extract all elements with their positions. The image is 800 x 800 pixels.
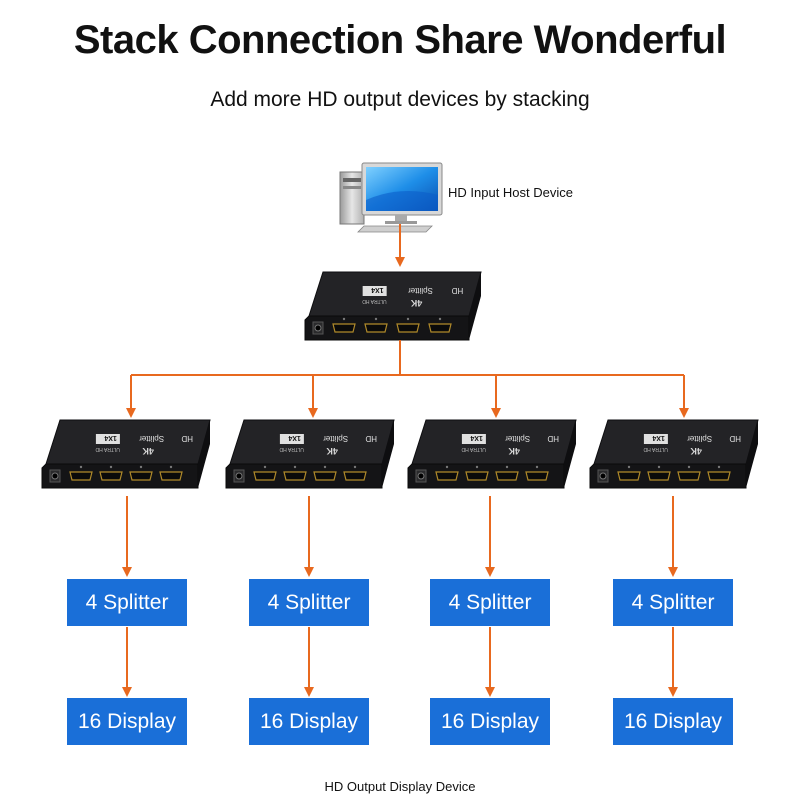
device-tag-text: ULTRA HD (461, 446, 486, 452)
display-box-2: 16 Display (249, 698, 369, 745)
splitter-device-2: 4K ULTRA HD HD Splitter 1X4 (226, 420, 394, 488)
device-ports-text: 1X4 (288, 434, 301, 441)
splitter-device-1: 4K ULTRA HD HD Splitter 1X4 (42, 420, 210, 488)
display-box-4: 16 Display (613, 698, 733, 745)
device-brand-text: HD (451, 286, 463, 295)
device-resolution-text: 4K (690, 446, 702, 456)
device-tag-text: ULTRA HD (95, 446, 120, 452)
device-ports-text: 1X4 (371, 286, 384, 293)
device-brand-text: HD (181, 434, 193, 443)
device-tag-text: ULTRA HD (643, 446, 668, 452)
host-device-label: HD Input Host Device (448, 185, 573, 200)
splitter-device-4: 4K ULTRA HD HD Splitter 1X4 (590, 420, 758, 488)
device-ports-text: 1X4 (104, 434, 117, 441)
splitter-box-2: 4 Splitter (249, 579, 369, 626)
device-resolution-text: 4K (508, 446, 520, 456)
splitter-device-main: 4K ULTRA HD HD Splitter 1X4 (305, 272, 481, 340)
sub-splitter-devices: 4K ULTRA HD HD Splitter 1X4 4K ULTRA HD HD Split… (42, 420, 758, 488)
computer-icon (340, 163, 442, 232)
display-box-1: 16 Display (67, 698, 187, 745)
device-resolution-text: 4K (410, 298, 422, 308)
device-model-text: Splitter (408, 286, 433, 295)
device-resolution-text: 4K (326, 446, 338, 456)
device-model-text: Splitter (687, 434, 712, 443)
distribution-lines (131, 340, 684, 413)
splitter-box-3: 4 Splitter (430, 579, 550, 626)
splitter-device-3: 4K ULTRA HD HD Splitter 1X4 (408, 420, 576, 488)
device-ports-text: 1X4 (470, 434, 483, 441)
device-brand-text: HD (729, 434, 741, 443)
splitter-box-1: 4 Splitter (67, 579, 187, 626)
display-box-3: 16 Display (430, 698, 550, 745)
device-model-text: Splitter (139, 434, 164, 443)
device-model-text: Splitter (323, 434, 348, 443)
device-brand-text: HD (365, 434, 377, 443)
main-splitter-device: 4K ULTRA HD HD Splitter 1X4 (305, 272, 481, 340)
device-ports-text: 1X4 (652, 434, 665, 441)
device-brand-text: HD (547, 434, 559, 443)
device-tag-text: ULTRA HD (362, 298, 387, 304)
device-tag-text: ULTRA HD (279, 446, 304, 452)
column-arrows (127, 496, 673, 692)
splitter-box-4: 4 Splitter (613, 579, 733, 626)
output-device-label: HD Output Display Device (0, 779, 800, 794)
device-model-text: Splitter (505, 434, 530, 443)
device-resolution-text: 4K (142, 446, 154, 456)
